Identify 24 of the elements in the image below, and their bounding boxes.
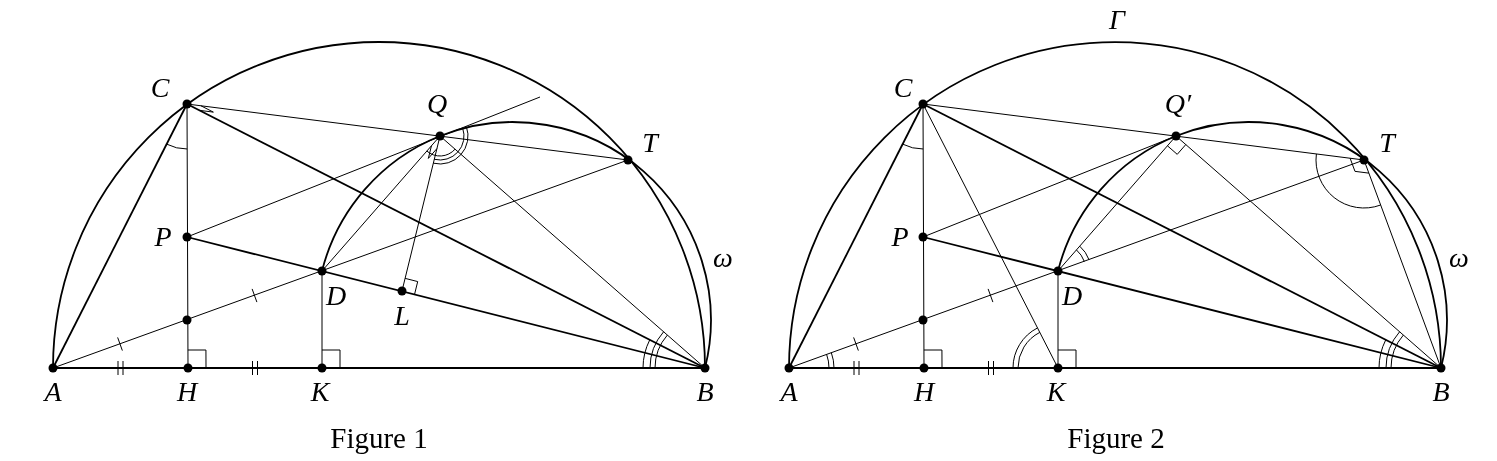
point-label: H	[176, 378, 198, 406]
point-label: L	[394, 302, 410, 330]
point-label: Q	[426, 90, 448, 118]
point-label: K	[1046, 378, 1066, 406]
point-label: ω	[1449, 244, 1469, 272]
point-label: D	[325, 282, 347, 310]
point-label: C	[893, 74, 913, 102]
point-label: K	[310, 378, 330, 406]
point-label: C	[150, 74, 170, 102]
point-label: T	[1379, 129, 1395, 157]
point-label: A	[780, 378, 798, 406]
point-label: ω	[713, 244, 733, 272]
point-label: P	[154, 223, 172, 251]
point-label: Q′	[1164, 90, 1192, 118]
point-label: B	[696, 378, 714, 406]
figure-caption: Figure 2	[1067, 423, 1165, 453]
point-label: P	[891, 223, 909, 251]
figure-caption: Figure 1	[330, 423, 428, 453]
point-label: Γ	[1109, 6, 1125, 34]
point-label: A	[44, 378, 62, 406]
point-label: T	[642, 129, 658, 157]
point-label: H	[913, 378, 935, 406]
point-label: B	[1432, 378, 1450, 406]
point-label: D	[1061, 282, 1083, 310]
